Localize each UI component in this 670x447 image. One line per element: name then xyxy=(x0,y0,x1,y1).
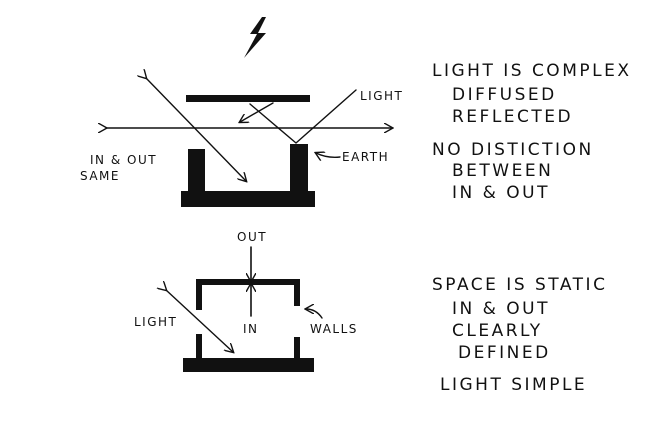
label-light-top: LIGHT xyxy=(360,89,403,103)
box-left-wall-lower xyxy=(196,334,202,362)
reflection-arrow xyxy=(240,102,274,122)
box-base xyxy=(183,358,314,372)
note-reflected: REFLECTED xyxy=(452,107,573,127)
bottom-notes: SPACE IS STATIC IN & OUT CLEARLY DEFINED… xyxy=(432,275,607,395)
note-no-distiction: NO DISTICTION xyxy=(432,140,594,160)
note-light-simple: LIGHT SIMPLE xyxy=(440,375,587,395)
top-notes: LIGHT IS COMPLEX DIFFUSED REFLECTED NO D… xyxy=(432,61,631,203)
label-light-bottom: LIGHT xyxy=(134,315,177,329)
note-clearly: CLEARLY xyxy=(452,321,543,341)
roof-slab xyxy=(186,95,310,102)
note-space-is-static: SPACE IS STATIC xyxy=(432,275,607,295)
light-arrow-diagonal xyxy=(166,290,233,352)
top-diagram: LIGHT EARTH IN & OUT SAME xyxy=(80,17,403,207)
light-ray xyxy=(249,89,357,144)
note-diffused: DIFFUSED xyxy=(452,85,557,105)
lightning-bolt-icon xyxy=(244,17,266,58)
base-floor xyxy=(181,191,315,207)
walls-pointer-arrow xyxy=(306,309,323,319)
right-wall xyxy=(290,144,308,194)
label-out: OUT xyxy=(237,230,267,244)
note-light-is-complex: LIGHT IS COMPLEX xyxy=(432,61,631,81)
box-right-wall-lower xyxy=(294,337,300,362)
note-in-out-top: IN & OUT xyxy=(452,183,550,203)
box-left-wall-upper xyxy=(196,279,202,310)
label-walls: WALLS xyxy=(310,322,358,336)
box-roof xyxy=(196,279,300,285)
note-defined: DEFINED xyxy=(458,343,551,363)
label-in-out-line1: IN & OUT xyxy=(90,153,157,167)
earth-pointer-arrow xyxy=(316,153,341,157)
label-in-out-line2: SAME xyxy=(80,169,120,183)
left-wall xyxy=(188,149,205,194)
note-in-out-bottom: IN & OUT xyxy=(452,299,550,319)
label-earth: EARTH xyxy=(342,150,389,164)
label-in: IN xyxy=(243,322,259,336)
box-right-wall-upper xyxy=(294,279,300,306)
diffuse-light-arrow xyxy=(146,78,246,181)
note-between: BETWEEN xyxy=(452,161,553,181)
bottom-diagram: OUT IN LIGHT WALLS xyxy=(134,230,358,372)
